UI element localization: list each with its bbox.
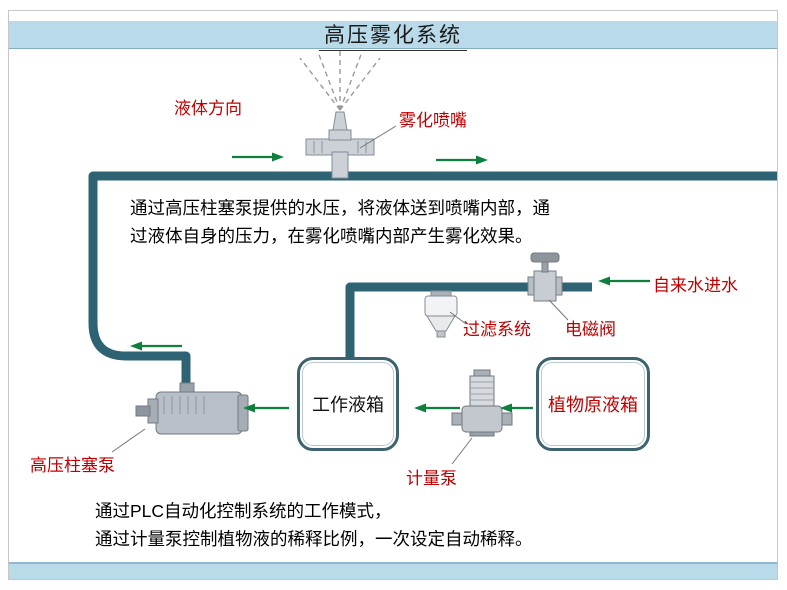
flow-arrow-tank-to-pump	[243, 403, 289, 413]
label-filter-system: 过滤系统	[463, 320, 531, 339]
flow-arrow-to-right-pipe	[436, 155, 488, 165]
flow-arrow-tap-water-in	[598, 276, 650, 286]
metering-pump-icon	[451, 369, 513, 437]
working-tank-box: 工作液箱	[297, 357, 399, 451]
description-top: 通过高压柱塞泵提供的水压，将液体送到喷嘴内部，通 过液体自身的压力，在雾化喷嘴内…	[130, 194, 550, 250]
pointer-nozzle	[359, 125, 397, 149]
label-tap-water-inlet: 自来水进水	[653, 276, 738, 295]
flow-arrow-to-riser	[130, 341, 182, 351]
header-band: 高压雾化系统	[9, 19, 777, 51]
footer-band	[9, 562, 777, 579]
solenoid-valve-icon	[527, 252, 563, 302]
plant-stock-tank-box: 植物原液箱	[536, 357, 650, 451]
pipe-tap-water	[345, 282, 592, 362]
pointer-filter	[449, 311, 467, 325]
page-title: 高压雾化系统	[319, 19, 467, 51]
description-top-line2: 过液体自身的压力，在雾化喷嘴内部产生雾化效果。	[130, 226, 533, 246]
pointer-metering-pump	[451, 437, 473, 465]
label-atomizing-nozzle: 雾化喷嘴	[399, 111, 467, 130]
flow-arrows	[130, 152, 650, 413]
spray-lines	[299, 48, 381, 111]
label-metering-pump: 计量泵	[406, 469, 457, 488]
pipe-main-loop	[88, 171, 777, 394]
description-top-line1: 通过高压柱塞泵提供的水压，将液体送到喷嘴内部，通	[130, 198, 550, 218]
flow-arrow-planttank-to-pump	[500, 403, 533, 413]
flow-arrow-liquid-direction	[232, 152, 284, 162]
label-liquid-direction: 液体方向	[174, 99, 242, 118]
pointer-lines	[111, 125, 569, 465]
page-border	[8, 10, 778, 580]
description-bottom: 通过PLC自动化控制系统的工作模式， 通过计量泵控制植物液的稀释比例，一次设定自…	[95, 497, 533, 553]
label-plunger-pump: 高压柱塞泵	[30, 456, 115, 475]
flow-arrow-meteringpump-to-tank	[414, 403, 460, 413]
working-tank-label: 工作液箱	[312, 395, 384, 415]
pointer-valve	[548, 299, 569, 321]
plunger-pump-icon	[135, 382, 249, 435]
filter-icon	[424, 290, 458, 338]
description-bottom-line2: 通过计量泵控制植物液的稀释比例，一次设定自动稀释。	[95, 529, 533, 549]
pointer-plunger-pump	[111, 428, 146, 453]
nozzle-icon	[305, 111, 375, 179]
description-bottom-line1: 通过PLC自动化控制系统的工作模式，	[95, 501, 392, 521]
label-solenoid-valve: 电磁阀	[565, 320, 616, 339]
plant-stock-tank-label: 植物原液箱	[548, 395, 638, 415]
